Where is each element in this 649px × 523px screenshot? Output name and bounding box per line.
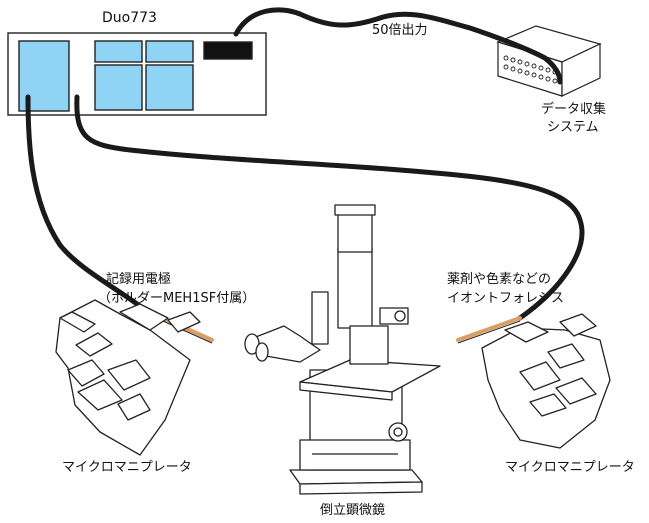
micromanipulator-left-label: マイクロマニプレータ [62,460,192,475]
output-label: 50倍出力 [372,23,428,38]
micromanipulator-right [481,313,611,449]
iontophoresis-label-line2: イオントフォレシス [447,291,564,306]
output-cable [233,7,563,85]
data-acquisition-label-line2: システム [547,120,599,135]
microscope-pillar [337,247,373,329]
amplifier-screen-4 [145,64,194,111]
recording-electrode-label-line1: 記録用電極 [106,271,171,287]
cables [25,7,585,321]
data-acquisition-box [496,25,602,97]
amplifier-black-display [203,41,253,60]
inverted-microscope [244,204,441,495]
micromanipulator-left [55,299,201,456]
amplifier-unit [7,32,267,116]
amplifier-screen-1 [94,40,143,63]
iontophoresis-electrode-tip-edge [457,320,521,344]
recording-electrode-label-line2: （ホルダーMEH1SF付属） [98,291,255,306]
micromanipulator-right-label: マイクロマニプレータ [505,460,635,475]
amplifier-screen-3 [94,64,143,111]
iontophoresis-electrode-tip [456,316,522,342]
microscope-label: 倒立顕微鏡 [320,503,385,518]
daq-side-face [561,43,601,97]
amplifier-screen-2 [145,40,194,63]
device-name-label: Duo773 [102,10,157,26]
microscope-condenser [349,325,389,365]
recording-electrode-cable [25,94,148,313]
iontophoresis-label-line1: 薬剤や色素などの [447,271,551,287]
iontophoresis-cable [74,94,585,321]
data-acquisition-label-line1: データ収集 [541,101,606,117]
